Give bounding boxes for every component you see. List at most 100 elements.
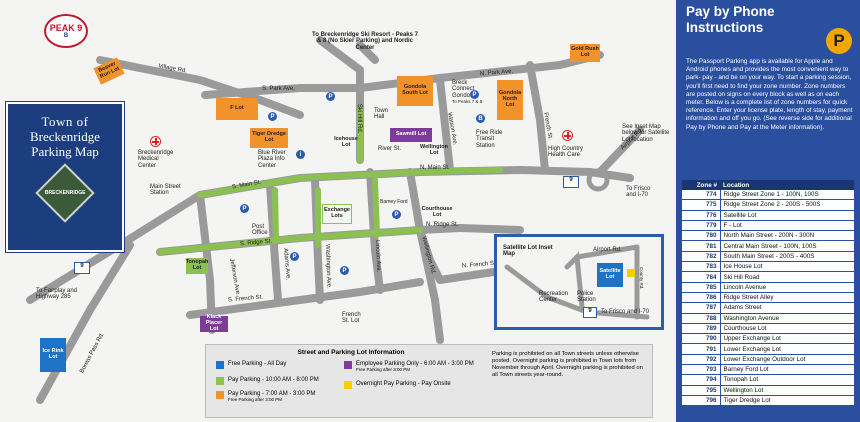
police-label: Police Station [577, 291, 596, 304]
zone-location: Adams Street [720, 302, 854, 314]
panel-title: Pay by Phone Instructions [686, 4, 775, 36]
free-ride-label: Free Ride Transit Station [476, 130, 503, 149]
county-rd-label: County Rd. [639, 267, 644, 290]
s-french-road [186, 278, 424, 319]
legend-title: Street and Parking Lot Information [297, 349, 405, 356]
main-street-station-label: Main Street Station [150, 184, 181, 197]
panel-description: The Passport Parking app is available fo… [686, 58, 853, 131]
s-park-ave-road [201, 84, 364, 99]
parking-icon: P [240, 204, 249, 213]
zone-location: Ridge Street Zone 1 - 100N, 100S [720, 190, 854, 201]
f-lot[interactable]: F Lot [216, 98, 258, 120]
zone-number: 787 [682, 302, 721, 314]
zone-number: 780 [682, 230, 721, 242]
parking-icon: P [340, 266, 349, 275]
highway-9-shield-north: 9 [563, 176, 579, 188]
zone-number: 779 [682, 220, 721, 232]
medical-cross-icon [150, 136, 161, 147]
blue-river-label: Blue River Plaza Info Center [258, 150, 286, 169]
parking-icon: P [392, 210, 401, 219]
zone-location: Satellite Lot [720, 210, 854, 221]
ice-rink-lot[interactable]: Ice Rink Lot [40, 338, 66, 372]
satellite-lot[interactable]: Satellite Lot [597, 263, 623, 287]
ski-resort-road [356, 41, 379, 64]
lincoln-road [366, 168, 384, 294]
gondola-south-lot[interactable]: Gondola South Lot [397, 76, 433, 106]
gondola-north-lot[interactable]: Gondola North Lot [497, 80, 523, 120]
zone-location: North Main Street - 200N - 300N [720, 230, 854, 242]
parking-map: PEAK 9 B Town of Breckenridge Parking Ma… [0, 0, 676, 422]
parking-icon: P [326, 92, 335, 101]
map-legend: Street and Parking Lot Information Free … [205, 344, 653, 418]
zone-location: Upper Exchange Lot [720, 333, 854, 345]
zone-number: 796 [682, 395, 721, 407]
french-street-road [526, 61, 549, 174]
inset-highway-shield: 9 [583, 307, 597, 318]
zone-number: 793 [682, 364, 721, 376]
zone-number: 774 [682, 190, 721, 201]
bus-icon: B [476, 114, 485, 123]
icehouse-lot[interactable]: Icehouse Lot [334, 136, 358, 148]
exchange-lots[interactable]: Exchange Lots [322, 204, 352, 224]
zone-location: Wellington Lot [720, 385, 854, 396]
klack-placer-lot[interactable]: Klack Placer Lot [200, 314, 228, 332]
legend-employee: Employee Parking Only - 6:00 AM - 3:00 P… [344, 361, 474, 373]
sawmill-lot[interactable]: Sawmill Lot [390, 128, 432, 142]
location-header: Location [720, 180, 854, 190]
pay-streets [157, 107, 503, 255]
adams-road [266, 181, 282, 304]
inset-road [564, 251, 585, 310]
wellington-lot[interactable]: Wellington Lot [419, 144, 448, 156]
to-peaks-label: To Peaks 7 & 8 [452, 99, 483, 104]
inset-to-frisco-label: To Frisco and I-70 [601, 309, 650, 315]
watson-road [436, 76, 454, 174]
inset-title: Satellite Lot Inset Map [503, 245, 553, 258]
title-line2: Breckenridge [29, 129, 101, 144]
zone-location: Ski Hill Road [720, 271, 854, 283]
zone-number: 781 [682, 240, 721, 252]
zone-location: Barney Ford Lot [720, 364, 854, 376]
adams-pay [272, 187, 279, 243]
zone-number: 783 [682, 261, 721, 273]
legend-pay: Pay Parking - 10:00 AM - 8:00 PM [216, 377, 319, 385]
tiger-dredge-lot[interactable]: Tiger Dredge Lot [250, 128, 288, 148]
lincoln-ave-label: Lincoln Ave. [374, 240, 382, 273]
inset-airport-rd [574, 244, 640, 260]
to-fairplay-label: To Fairplay and Highway 285 [36, 288, 78, 301]
zone-location: Central Main Street - 100N, 100S [720, 240, 854, 252]
s-park-ave-label: S. Park Ave. [262, 86, 295, 92]
n-ridge-road [456, 224, 524, 234]
river-st-label: River St. [378, 146, 402, 152]
ski-hill-rd-label: Ski Hill Rd. [356, 104, 362, 134]
town-seal-icon: BRECKENRIDGE [35, 163, 95, 223]
recreation-label: Recreation Center [539, 291, 569, 304]
health-care-cross-icon [562, 130, 573, 141]
medical-center-label: Breckenridge Medical Center [138, 150, 174, 169]
to-ski-resort-label: To Breckenridge Ski Resort - Peaks 7 & 8… [312, 32, 418, 51]
tonopah-lot[interactable]: Tonopah Lot [186, 258, 208, 274]
zone-header: Zone # [682, 180, 720, 190]
overnight-lot-marker [627, 269, 635, 277]
gold-rush-lot[interactable]: Gold Rush Lot [570, 44, 600, 62]
legend-free: Free Parking - All Day [216, 361, 286, 369]
legend-note: Parking is prohibited on all Town street… [492, 351, 643, 379]
french-st-lot-label: French St. Lot [342, 312, 361, 325]
wellington-road [406, 168, 444, 344]
title-line3: Parking Map [31, 143, 99, 159]
zone-location: Tonopah Lot [720, 374, 854, 386]
airport-road [596, 126, 644, 176]
courthouse-lot[interactable]: Courthouse Lot [421, 206, 453, 218]
pay-by-phone-panel: Pay by Phone Instructions P The Passport… [676, 0, 860, 422]
n-ridge-st-label: N. Ridge St. [426, 222, 459, 228]
